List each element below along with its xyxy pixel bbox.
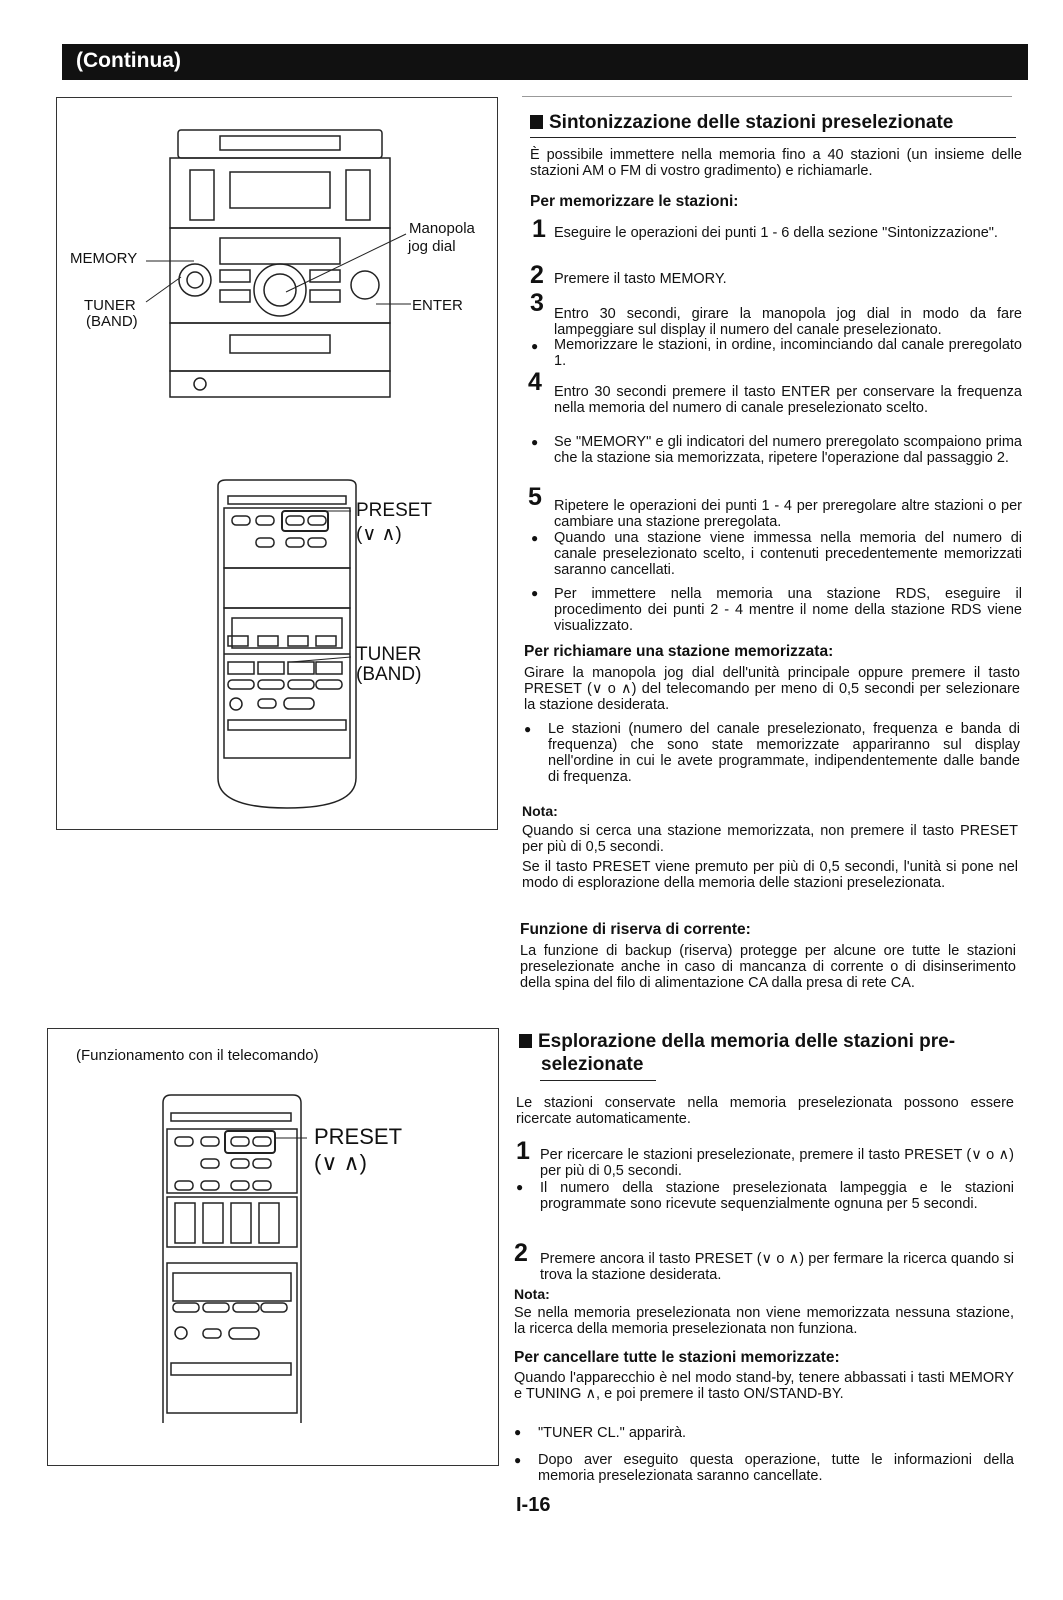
s2-step1-number: 1 xyxy=(516,1137,530,1165)
step3-bullet: Memorizzare le stazioni, in ordine, inco… xyxy=(554,337,1022,369)
step5-bullet-1: Quando una stazione viene immessa nella … xyxy=(554,530,1022,578)
step4-text: Entro 30 secondi premere il tasto ENTER … xyxy=(554,384,1022,416)
backup-text: La funzione di backup (riserva) protegge… xyxy=(520,943,1016,991)
manopola-label: Manopola xyxy=(409,220,475,237)
page-header-title: (Continua) xyxy=(76,49,181,72)
preset-label-2: PRESET xyxy=(314,1124,403,1149)
section1-intro: È possibile immettere nella memoria fino… xyxy=(530,147,1022,179)
step1-text: Eseguire le operazioni dei punti 1 - 6 d… xyxy=(554,225,998,241)
square-bullet-icon xyxy=(530,115,543,129)
section1-title-underline xyxy=(530,137,1016,138)
step2-number: 2 xyxy=(530,261,544,289)
step5-text: Ripetere le operazioni dei punti 1 - 4 p… xyxy=(554,498,1022,530)
step5-number: 5 xyxy=(528,483,542,511)
bullet-icon: ● xyxy=(531,586,539,600)
bullet-icon: ● xyxy=(514,1453,522,1467)
header-bar xyxy=(62,44,1028,80)
top-divider xyxy=(522,96,1012,97)
sub-store-heading: Per memorizzare le stazioni: xyxy=(530,193,739,210)
bullet-icon: ● xyxy=(516,1180,524,1194)
clear-bullet-2: Dopo aver eseguito questa operazione, tu… xyxy=(538,1452,1014,1484)
clear-bullet-1: "TUNER CL." apparirà. xyxy=(538,1425,687,1441)
step3-number: 3 xyxy=(530,289,544,317)
nota2-label: Nota: xyxy=(514,1286,550,1302)
recall-text: Girare la manopola jog dial dell'unità p… xyxy=(524,665,1020,713)
sub-backup-heading: Funzione di riserva di corrente: xyxy=(520,921,751,938)
recall-bullet: Le stazioni (numero del canale preselezi… xyxy=(548,721,1020,785)
bullet-icon: ● xyxy=(531,435,539,449)
nota1-text-1: Quando si cerca una stazione memorizzata… xyxy=(522,823,1018,855)
nota1-text-2: Se il tasto PRESET viene premuto per più… xyxy=(522,859,1018,891)
enter-label: ENTER xyxy=(412,297,463,314)
remote-control-illustration-2 xyxy=(162,1094,307,1423)
s2-step1-text: Per ricercare le stazioni preselezionate… xyxy=(540,1147,1014,1179)
page-number: I-16 xyxy=(516,1494,551,1516)
memory-label: MEMORY xyxy=(70,250,138,267)
bullet-icon: ● xyxy=(524,722,532,736)
bullet-icon: ● xyxy=(531,531,539,545)
step5-bullet-2: Per immettere nella memoria una stazione… xyxy=(554,586,1022,634)
section2-intro: Le stazioni conservate nella memoria pre… xyxy=(516,1095,1014,1127)
band-label-remote: (BAND) xyxy=(356,664,422,685)
figure-stereo-and-remote xyxy=(56,97,498,830)
preset-arrows-label: (∨ ∧) xyxy=(356,524,402,545)
sub-clear-heading: Per cancellare tutte le stazioni memoriz… xyxy=(514,1349,840,1366)
band-label: (BAND) xyxy=(86,313,138,330)
step4-bullet: Se "MEMORY" e gli indicatori del numero … xyxy=(554,434,1022,466)
preset-label: PRESET xyxy=(356,500,433,521)
s2-step2-number: 2 xyxy=(514,1239,528,1267)
bullet-icon: ● xyxy=(514,1425,522,1439)
tuner-label-remote: TUNER xyxy=(356,644,422,665)
section2-title-underline xyxy=(540,1080,656,1081)
section2-title-line2: selezionate xyxy=(541,1054,644,1075)
section2-title: Esplorazione della memoria delle stazion… xyxy=(519,1030,955,1054)
bullet-icon: ● xyxy=(531,339,539,353)
section1-title: Sintonizzazione delle stazioni preselezi… xyxy=(530,111,953,135)
step2-text: Premere il tasto MEMORY. xyxy=(554,271,727,287)
step1-number: 1 xyxy=(532,215,546,243)
nota1-label: Nota: xyxy=(522,803,558,819)
clear-text: Quando l'apparecchio è nel modo stand-by… xyxy=(514,1370,1014,1402)
jog-dial-label: jog dial xyxy=(408,238,456,255)
figure-remote-operation xyxy=(47,1028,499,1466)
preset-arrows-label-2: (∨ ∧) xyxy=(314,1150,367,1175)
step4-number: 4 xyxy=(528,368,542,396)
tuner-label: TUNER xyxy=(84,297,136,314)
sub-recall-heading: Per richiamare una stazione memorizzata: xyxy=(524,643,834,660)
nota2-text: Se nella memoria preselezionata non vien… xyxy=(514,1305,1014,1337)
s2-step2-text: Premere ancora il tasto PRESET (∨ o ∧) p… xyxy=(540,1251,1014,1283)
stereo-unit-illustration xyxy=(169,129,391,398)
step3-text: Entro 30 secondi, girare la manopola jog… xyxy=(554,306,1022,338)
square-bullet-icon xyxy=(519,1034,532,1048)
s2-step1-bullet: Il numero della stazione preselezionata … xyxy=(540,1180,1014,1212)
remote-control-illustration xyxy=(217,479,357,809)
figure1-callout-lines xyxy=(145,233,411,663)
figure2-caption: (Funzionamento con il telecomando) xyxy=(76,1047,319,1064)
